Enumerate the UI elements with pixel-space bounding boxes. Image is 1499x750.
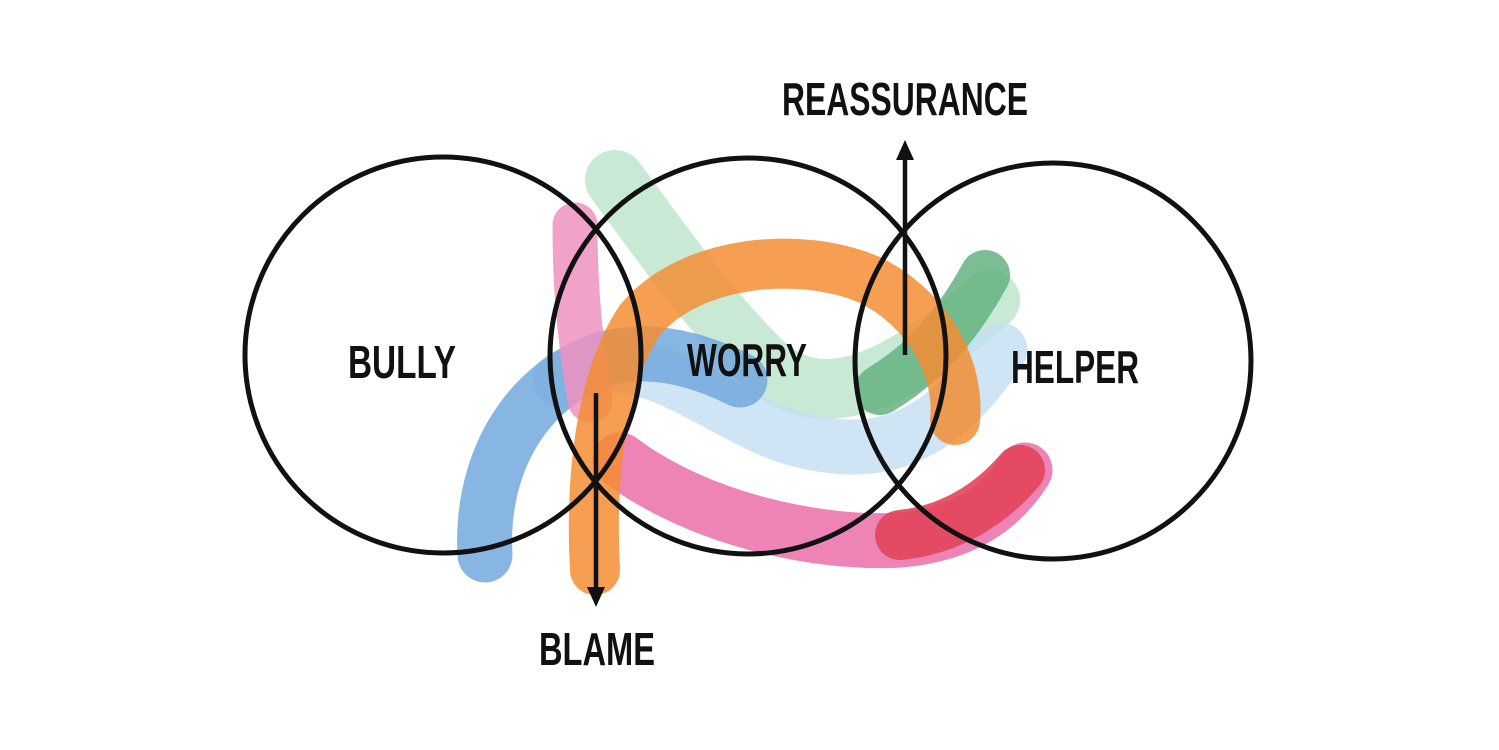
bully-circle	[242, 154, 644, 556]
watercolor-strokes	[457, 150, 1053, 595]
red-brush-stroke	[875, 445, 1045, 560]
orange-brush-stroke	[568, 238, 981, 595]
reassurance-label: REASSURANCE	[782, 73, 1028, 125]
worry-circle	[547, 155, 949, 557]
pink-brush-stroke	[552, 202, 613, 423]
worry-label: WORRY	[687, 334, 807, 386]
blame-arrow	[587, 393, 605, 607]
helper-circle	[852, 160, 1254, 562]
blame-label: BLAME	[539, 623, 655, 675]
arrow-down-icon	[587, 587, 605, 607]
helper-label: HELPER	[1011, 341, 1139, 393]
bully-label: BULLY	[348, 336, 456, 388]
reassurance-arrow	[896, 140, 914, 355]
arrow-up-icon	[896, 140, 914, 160]
